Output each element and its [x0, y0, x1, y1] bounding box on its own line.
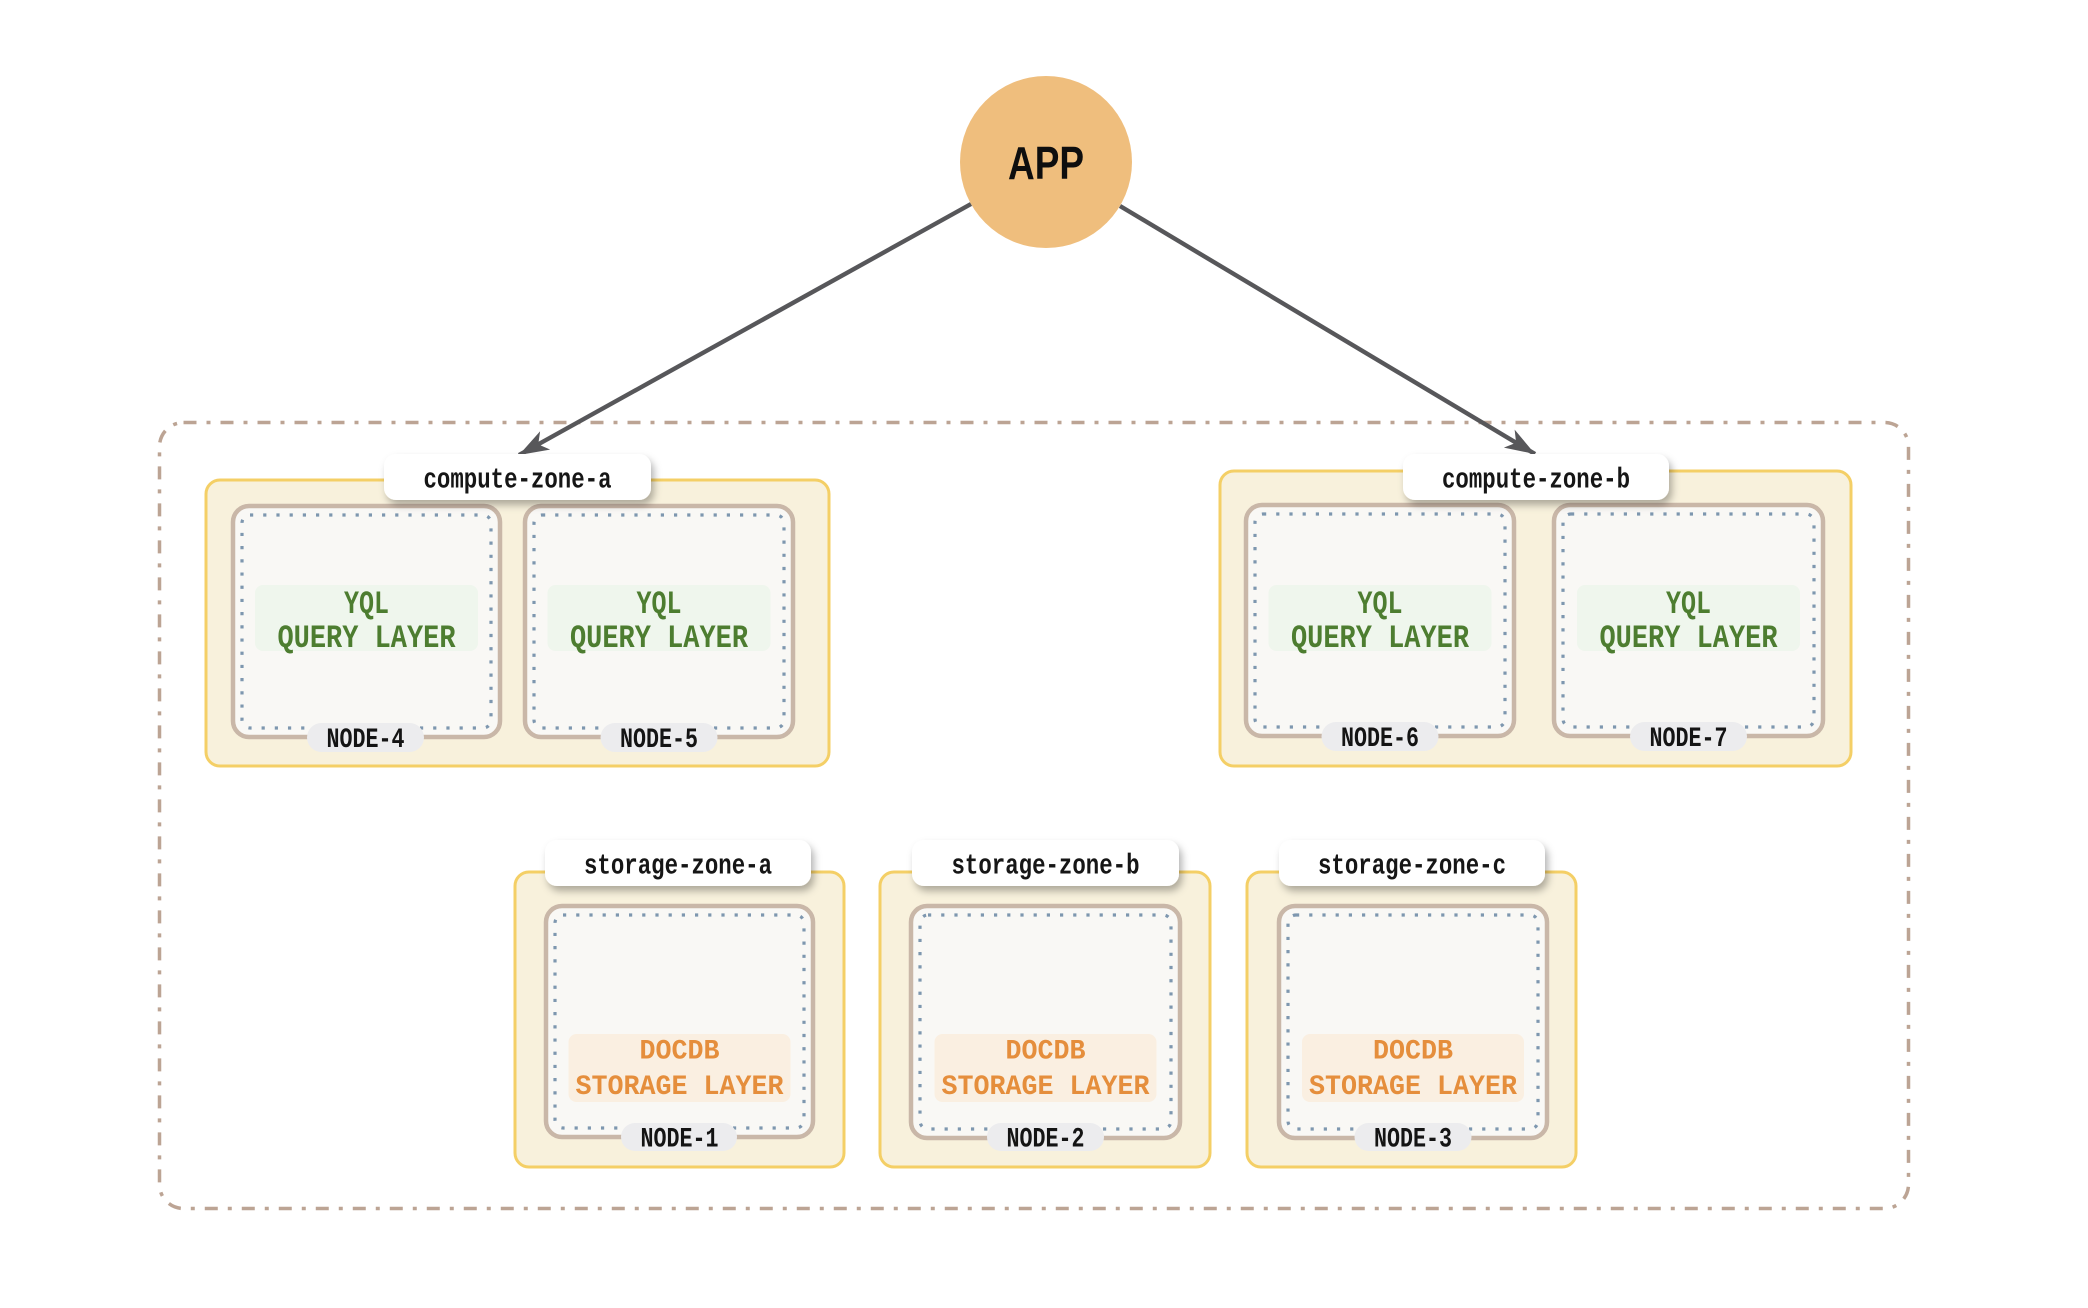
svg-text:STORAGE LAYER: STORAGE LAYER: [1309, 1072, 1517, 1103]
svg-text:NODE-7: NODE-7: [1650, 724, 1728, 755]
svg-text:NODE-4: NODE-4: [327, 725, 405, 756]
svg-text:YQL: YQL: [344, 586, 389, 623]
svg-text:STORAGE LAYER: STORAGE LAYER: [942, 1072, 1150, 1103]
svg-text:QUERY LAYER: QUERY LAYER: [1600, 620, 1779, 657]
svg-text:compute-zone-b: compute-zone-b: [1442, 464, 1630, 497]
svg-text:YQL: YQL: [1666, 586, 1711, 623]
svg-text:compute-zone-a: compute-zone-a: [424, 464, 612, 497]
svg-text:YQL: YQL: [1358, 586, 1403, 623]
svg-text:storage-zone-b: storage-zone-b: [952, 850, 1140, 883]
svg-text:NODE-2: NODE-2: [1007, 1125, 1085, 1156]
svg-text:storage-zone-a: storage-zone-a: [584, 850, 772, 883]
svg-text:QUERY LAYER: QUERY LAYER: [1291, 620, 1470, 657]
svg-text:NODE-6: NODE-6: [1341, 724, 1419, 755]
svg-text:YQL: YQL: [637, 586, 682, 623]
svg-text:NODE-5: NODE-5: [620, 725, 698, 756]
svg-text:NODE-1: NODE-1: [641, 1125, 719, 1156]
svg-text:QUERY LAYER: QUERY LAYER: [278, 620, 457, 657]
svg-text:STORAGE LAYER: STORAGE LAYER: [576, 1072, 784, 1103]
svg-text:DOCDB: DOCDB: [1373, 1037, 1453, 1068]
svg-text:DOCDB: DOCDB: [1006, 1037, 1086, 1068]
svg-text:NODE-3: NODE-3: [1374, 1125, 1452, 1156]
svg-text:DOCDB: DOCDB: [640, 1037, 720, 1068]
svg-text:APP: APP: [1008, 137, 1084, 189]
svg-text:storage-zone-c: storage-zone-c: [1318, 850, 1506, 883]
svg-text:QUERY LAYER: QUERY LAYER: [570, 620, 749, 657]
